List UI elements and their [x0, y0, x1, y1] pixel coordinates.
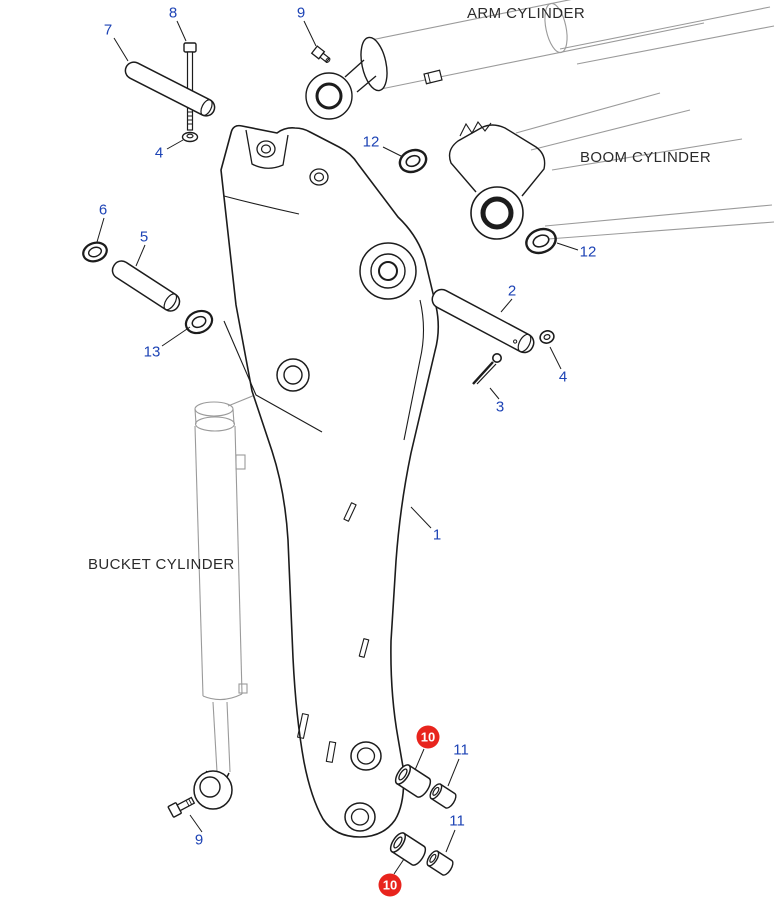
seal-13[interactable] — [182, 307, 215, 337]
callout-11-top[interactable]: 11 — [453, 741, 469, 759]
arm-cylinder-label: ARM CYLINDER — [467, 5, 586, 22]
bucket-cylinder-drawing — [193, 385, 278, 810]
seal-12-right[interactable] — [523, 225, 559, 257]
fitting-9-top[interactable] — [310, 45, 332, 65]
pin-7[interactable] — [122, 59, 217, 119]
boom-cylinder-drawing — [448, 92, 775, 240]
callout-8[interactable]: 8 — [168, 4, 178, 22]
leader-lines — [96, 20, 579, 875]
bolt-9-bottom[interactable] — [167, 795, 196, 818]
callout-6[interactable]: 6 — [98, 201, 108, 219]
callout-1[interactable]: 1 — [432, 526, 442, 544]
callout-7[interactable]: 7 — [103, 21, 113, 39]
callout-11-bottom[interactable]: 11 — [449, 812, 465, 830]
arm-drawing[interactable] — [220, 124, 440, 838]
hose-clamp — [423, 69, 443, 85]
callout-12-right[interactable]: 12 — [579, 243, 597, 261]
bucket-cylinder-label: BUCKET CYLINDER — [88, 556, 235, 573]
bushing-11-bottom[interactable] — [425, 849, 455, 877]
cotter-pin-3[interactable] — [472, 352, 502, 385]
seal-12-left[interactable] — [397, 146, 430, 176]
callout-12-left[interactable]: 12 — [362, 133, 380, 151]
callout-3[interactable]: 3 — [495, 398, 505, 416]
washer-4-right[interactable] — [538, 329, 555, 345]
callout-2[interactable]: 2 — [507, 282, 517, 300]
arm-cylinder-drawing — [305, 0, 775, 120]
callout-4-right[interactable]: 4 — [558, 368, 568, 386]
boom-cylinder-label: BOOM CYLINDER — [580, 149, 712, 166]
pin-2[interactable] — [429, 286, 537, 355]
callout-10-top[interactable]: 10 — [416, 725, 440, 749]
callout-10-bottom[interactable]: 10 — [378, 873, 402, 897]
callout-9-top[interactable]: 9 — [296, 4, 306, 22]
snap-ring-6[interactable] — [81, 239, 110, 264]
bushing-11-top[interactable] — [428, 782, 458, 810]
pin-5[interactable] — [109, 258, 183, 314]
bushing-10-bottom[interactable] — [388, 831, 428, 868]
washer-4-top[interactable] — [181, 131, 199, 143]
callout-5[interactable]: 5 — [139, 228, 149, 246]
callout-4-top[interactable]: 4 — [154, 144, 164, 162]
bushing-10-top[interactable] — [393, 763, 433, 800]
callout-13[interactable]: 13 — [143, 343, 161, 361]
bolt-8[interactable] — [183, 42, 197, 131]
callout-9-bottom[interactable]: 9 — [194, 831, 204, 849]
